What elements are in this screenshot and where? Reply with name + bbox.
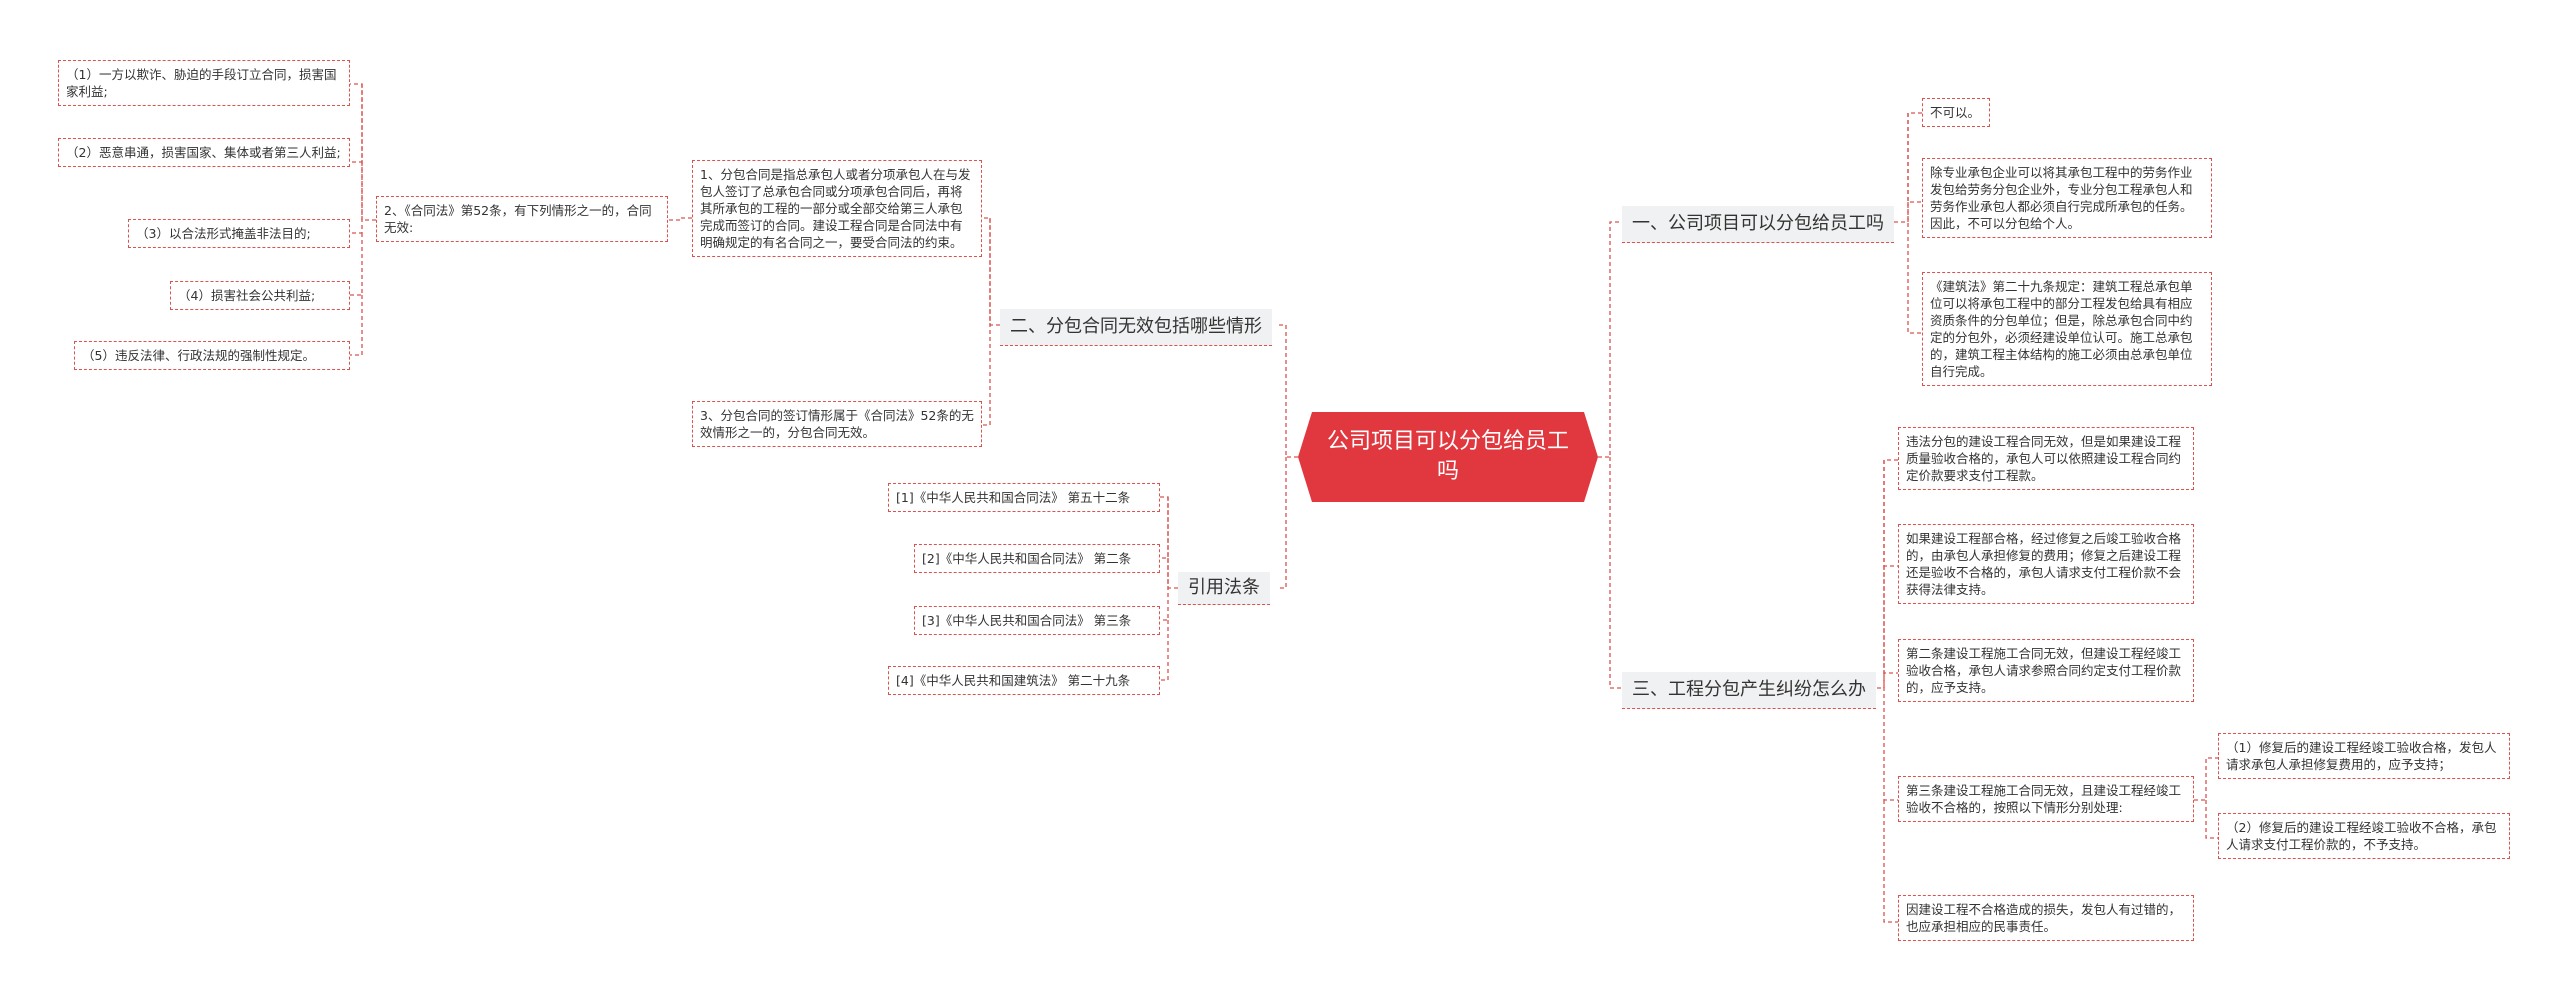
invalid-situation-note[interactable]: 3、分包合同的签订情形属于《合同法》52条的无效情形之一的，分包合同无效。 (692, 401, 982, 447)
citation-1-text: [1]《中华人民共和国合同法》 第五十二条 (896, 490, 1131, 505)
contract-law-article-52-text: 2、《合同法》第52条，有下列情形之一的，合同无效: (384, 203, 652, 235)
invalid-case-1[interactable]: （1）一方以欺诈、胁迫的手段订立合同，损害国家利益; (58, 60, 350, 106)
branch-can-subcontract-title: 一、公司项目可以分包给员工吗 (1632, 213, 1884, 234)
invalid-case-4-text: （4）损害社会公共利益; (178, 288, 316, 303)
labor-subcontract-text: 除专业承包企业可以将其承包工程中的劳务作业发包给劳务分包企业外，专业分包工程承包… (1930, 165, 2193, 231)
citation-2-text: [2]《中华人民共和国合同法》 第二条 (922, 551, 1132, 566)
repaired-qualified-text: （1）修复后的建设工程经竣工验收合格，发包人请求承包人承担修复费用的，应予支持； (2226, 740, 2497, 772)
branch-dispute-resolution[interactable]: 三、工程分包产生纠纷怎么办 (1622, 672, 1876, 709)
construction-law-article-29-text: 《建筑法》第二十九条规定：建筑工程总承包单位可以将承包工程中的部分工程发包给具有… (1930, 279, 2193, 379)
invalid-case-2[interactable]: （2）恶意串通，损害国家、集体或者第三人利益; (58, 138, 350, 167)
root-title: 公司项目可以分包给员工吗 (1326, 429, 1569, 484)
citation-4[interactable]: [4]《中华人民共和国建筑法》 第二十九条 (888, 666, 1160, 695)
repair-cost-note[interactable]: 如果建设工程部合格，经过修复之后竣工验收合格的，由承包人承担修复的费用；修复之后… (1898, 524, 2194, 604)
illegal-subcontract-note[interactable]: 违法分包的建设工程合同无效，但是如果建设工程质量验收合格的，承包人可以依照建设工… (1898, 427, 2194, 490)
contract-law-article-52-note[interactable]: 2、《合同法》第52条，有下列情形之一的，合同无效: (376, 196, 668, 242)
branch-dispute-resolution-title: 三、工程分包产生纠纷怎么办 (1632, 679, 1866, 700)
invalid-case-4[interactable]: （4）损害社会公共利益; (170, 281, 350, 310)
branch-cited-laws[interactable]: 引用法条 (1178, 572, 1270, 605)
loss-liability-note[interactable]: 因建设工程不合格造成的损失，发包人有过错的，也应承担相应的民事责任。 (1898, 895, 2194, 941)
branch-invalid-contract-title: 二、分包合同无效包括哪些情形 (1010, 316, 1262, 337)
subcontract-definition-note[interactable]: 1、分包合同是指总承包人或者分项承包人在与发包人签订了总承包合同或分项承包合同后… (692, 160, 982, 257)
illegal-subcontract-text: 违法分包的建设工程合同无效，但是如果建设工程质量验收合格的，承包人可以依照建设工… (1906, 434, 2182, 483)
article-3-note[interactable]: 第三条建设工程施工合同无效，且建设工程经竣工验收不合格的，按照以下情形分别处理: (1898, 776, 2194, 822)
invalid-case-3[interactable]: （3）以合法形式掩盖非法目的; (128, 219, 350, 248)
invalid-case-1-text: （1）一方以欺诈、胁迫的手段订立合同，损害国家利益; (66, 67, 337, 99)
citation-3[interactable]: [3]《中华人民共和国合同法》 第三条 (914, 606, 1160, 635)
repair-cost-text: 如果建设工程部合格，经过修复之后竣工验收合格的，由承包人承担修复的费用；修复之后… (1906, 531, 2182, 597)
root-node[interactable]: 公司项目可以分包给员工吗 (1298, 412, 1598, 502)
invalid-case-5[interactable]: （5）违反法律、行政法规的强制性规定。 (74, 341, 350, 370)
root-hexagon-shape (1298, 412, 1598, 502)
article-2-text: 第二条建设工程施工合同无效，但建设工程经竣工验收合格，承包人请求参照合同约定支付… (1906, 646, 2182, 695)
invalid-case-2-text: （2）恶意串通，损害国家、集体或者第三人利益; (66, 145, 341, 160)
invalid-case-5-text: （5）违反法律、行政法规的强制性规定。 (82, 348, 315, 363)
loss-liability-text: 因建设工程不合格造成的损失，发包人有过错的，也应承担相应的民事责任。 (1906, 902, 2182, 934)
citation-4-text: [4]《中华人民共和国建筑法》 第二十九条 (896, 673, 1131, 688)
citation-3-text: [3]《中华人民共和国合同法》 第三条 (922, 613, 1132, 628)
repaired-unqualified-note[interactable]: （2）修复后的建设工程经竣工验收不合格，承包人请求支付工程价款的，不予支持。 (2218, 813, 2510, 859)
branch-invalid-contract[interactable]: 二、分包合同无效包括哪些情形 (1000, 309, 1272, 346)
invalid-situation-text: 3、分包合同的签订情形属于《合同法》52条的无效情形之一的，分包合同无效。 (700, 408, 974, 440)
repaired-unqualified-text: （2）修复后的建设工程经竣工验收不合格，承包人请求支付工程价款的，不予支持。 (2226, 820, 2497, 852)
branch-cited-laws-title: 引用法条 (1188, 577, 1260, 598)
article-3-text: 第三条建设工程施工合同无效，且建设工程经竣工验收不合格的，按照以下情形分别处理: (1906, 783, 2182, 815)
labor-subcontract-note[interactable]: 除专业承包企业可以将其承包工程中的劳务作业发包给劳务分包企业外，专业分包工程承包… (1922, 158, 2212, 238)
repaired-qualified-note[interactable]: （1）修复后的建设工程经竣工验收合格，发包人请求承包人承担修复费用的，应予支持； (2218, 733, 2510, 779)
answer-no-node[interactable]: 不可以。 (1922, 98, 1990, 127)
branch-can-subcontract[interactable]: 一、公司项目可以分包给员工吗 (1622, 206, 1894, 243)
subcontract-definition-text: 1、分包合同是指总承包人或者分项承包人在与发包人签订了总承包合同或分项承包合同后… (700, 167, 971, 250)
citation-2[interactable]: [2]《中华人民共和国合同法》 第二条 (914, 544, 1160, 573)
invalid-case-3-text: （3）以合法形式掩盖非法目的; (136, 226, 311, 241)
construction-law-article-29[interactable]: 《建筑法》第二十九条规定：建筑工程总承包单位可以将承包工程中的部分工程发包给具有… (1922, 272, 2212, 386)
article-2-note[interactable]: 第二条建设工程施工合同无效，但建设工程经竣工验收合格，承包人请求参照合同约定支付… (1898, 639, 2194, 702)
answer-no-text: 不可以。 (1930, 105, 1981, 120)
citation-1[interactable]: [1]《中华人民共和国合同法》 第五十二条 (888, 483, 1160, 512)
